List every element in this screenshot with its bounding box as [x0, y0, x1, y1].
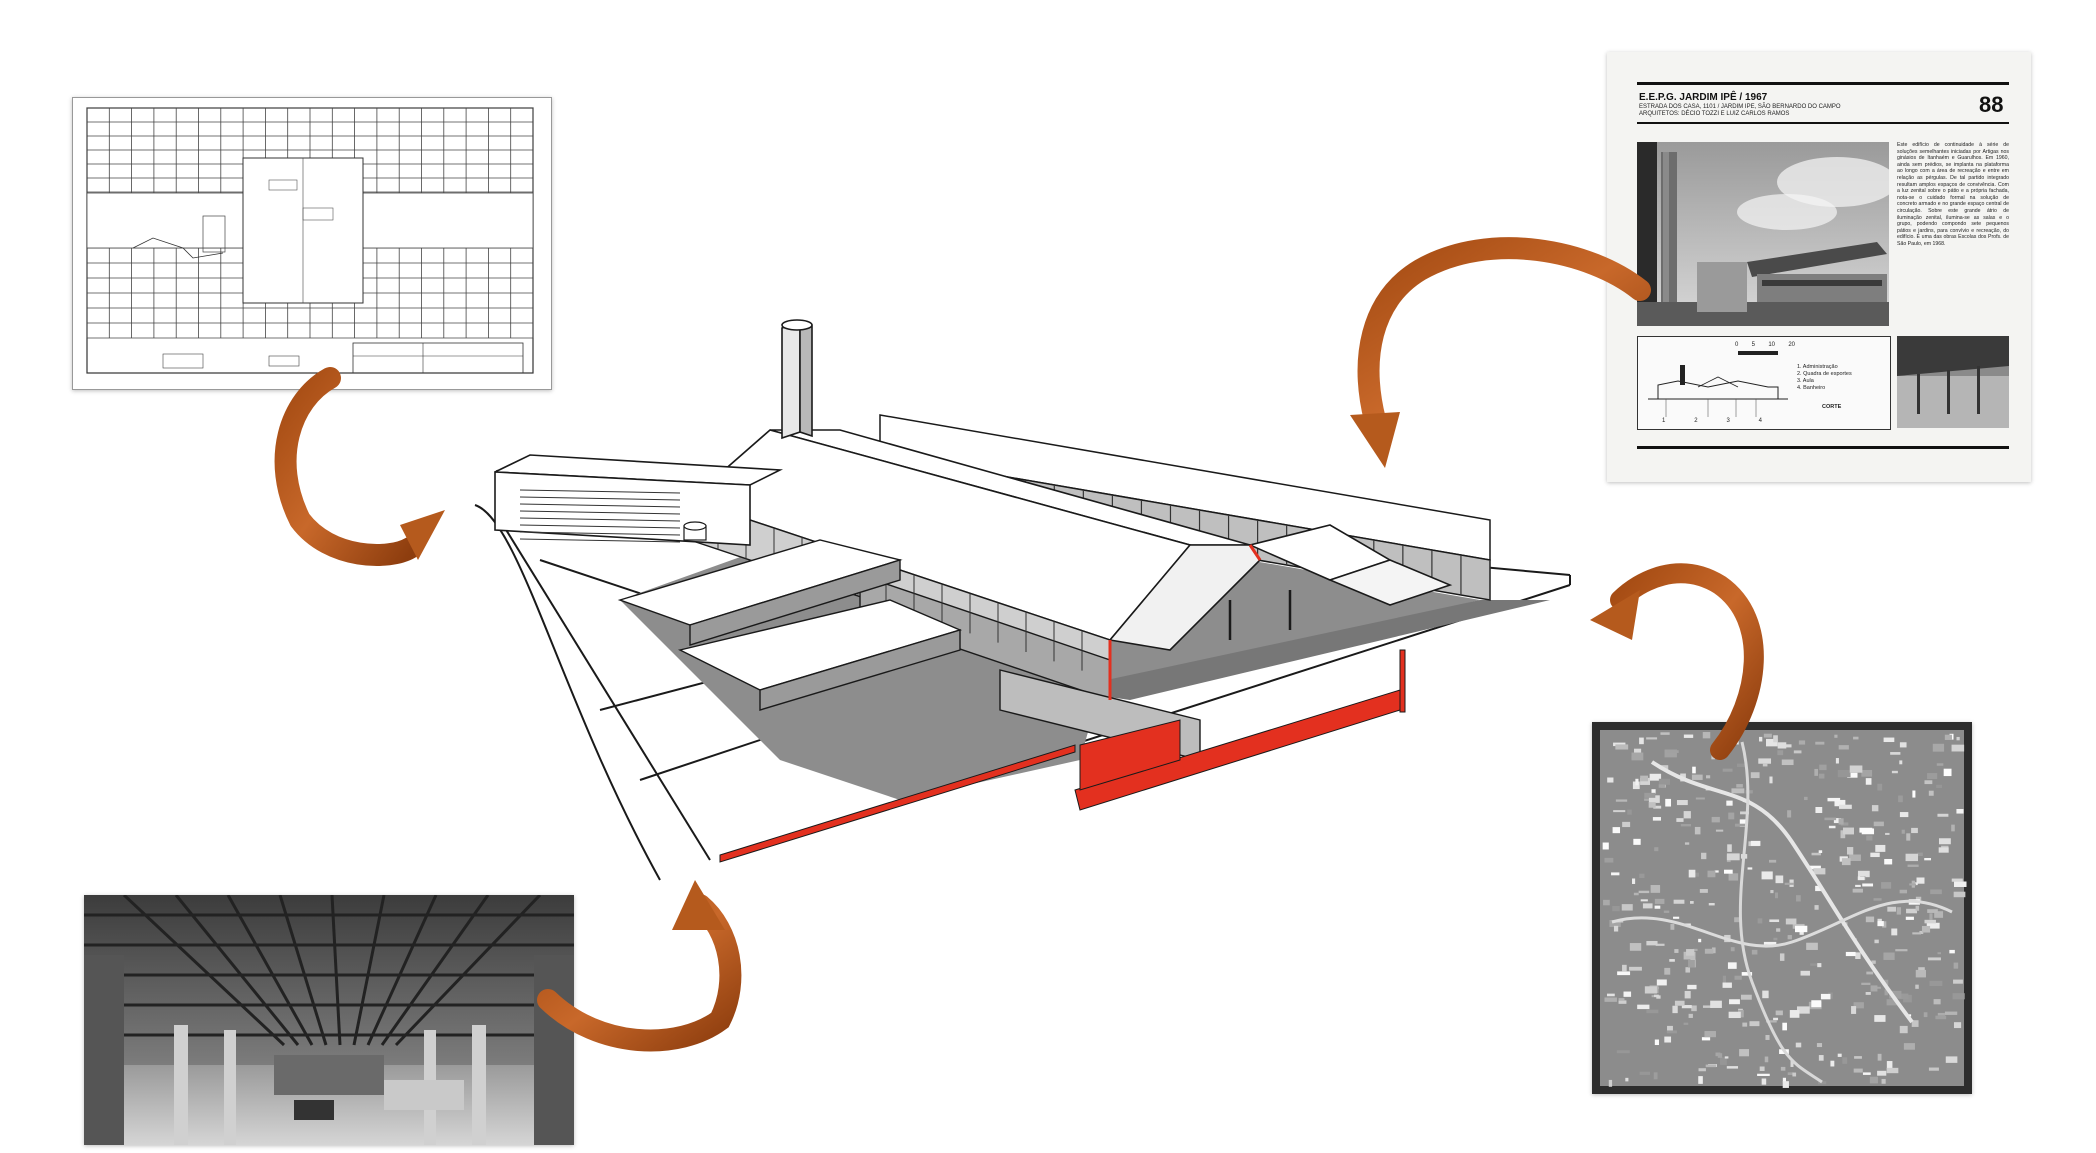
ground-shadow-2	[1060, 600, 1550, 700]
section-legend: 1. Administração 2. Quadra de esportes 3…	[1797, 364, 1852, 392]
document-body-text: Este edifício de continuidade à série de…	[1897, 142, 2009, 247]
bottom-rule	[1637, 446, 2009, 449]
courtyard-photo	[1897, 336, 2009, 428]
publication-page: E.E.P.G. JARDIM IPÊ / 1967 ESTRADA DOS C…	[1607, 52, 2031, 482]
scale-tick: 20	[1788, 342, 1795, 348]
scale-tick: 5	[1751, 342, 1755, 348]
page-number: 88	[1979, 92, 2004, 117]
legend-item: 4. Banheiro	[1797, 385, 1826, 391]
document-title: E.E.P.G. JARDIM IPÊ / 1967	[1639, 92, 1768, 103]
interior-photo	[84, 895, 574, 1145]
section-drawing	[1637, 336, 1891, 430]
scale-ticks: 0 5 10 20	[1735, 342, 1795, 349]
section-number: 2	[1694, 418, 1698, 424]
aerial-photo	[1592, 722, 1972, 1094]
columns	[1228, 590, 1292, 640]
legend-item: 3. Aula	[1797, 378, 1814, 384]
section-number: 1	[1662, 418, 1666, 424]
ramps	[617, 539, 963, 711]
floor-plan-svg	[86, 107, 534, 374]
section-cut-red	[719, 544, 1406, 863]
school-photo	[1637, 142, 1889, 326]
document-subtitle-2: ARQUITETOS: DÉCIO TOZZI E LUIZ CARLOS RA…	[1639, 111, 1790, 117]
scale-tick: 10	[1768, 342, 1775, 348]
header-rule	[1637, 122, 2009, 124]
chimney-tower	[781, 319, 813, 440]
floor-plan-drawing	[72, 97, 552, 390]
section-numbers: 1 2 3 4	[1662, 418, 1762, 425]
water-tank	[683, 521, 707, 541]
top-rule	[1637, 82, 2009, 85]
legend-item: 2. Quadra de esportes	[1797, 371, 1852, 377]
main-folded-roof	[688, 429, 1453, 651]
left-stair-block	[494, 454, 784, 546]
legend-item: 1. Administração	[1797, 364, 1838, 370]
section-label: CORTE	[1822, 404, 1842, 410]
section-number: 4	[1758, 418, 1762, 424]
document-subtitle-1: ESTRADA DOS CASA, 1101 / JARDIM IPE, SÃO…	[1639, 104, 1841, 110]
section-number: 3	[1726, 418, 1730, 424]
scale-tick: 0	[1735, 342, 1739, 348]
